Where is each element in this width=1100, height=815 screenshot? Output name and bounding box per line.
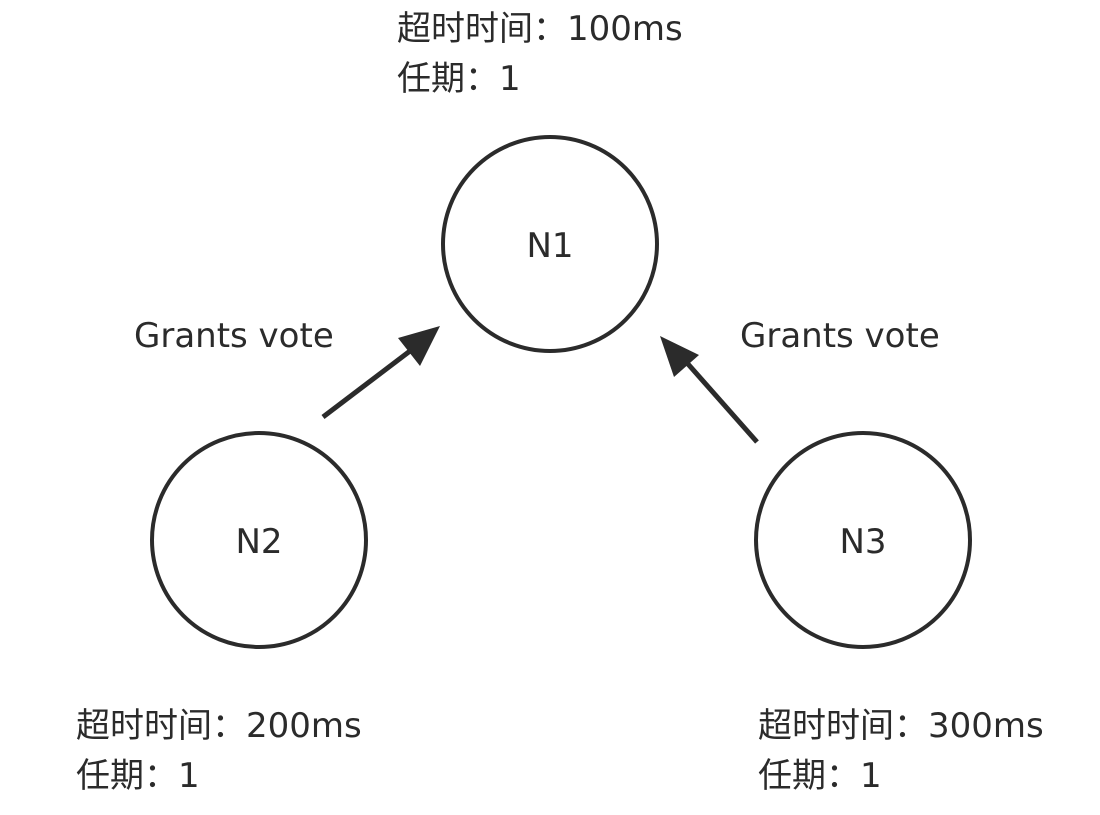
node-n1-circle [441,135,659,353]
node-n1-timeout: 超时时间：100ms [397,9,683,49]
arrowhead-icon [398,326,440,366]
node-n3-timeout: 超时时间：300ms [758,706,1044,746]
node-n3-circle [754,431,972,649]
edge-n2-n1 [321,326,440,419]
node-n3-label: N3 [839,522,886,562]
node-n2-circle [150,431,368,649]
node-n1-label: N1 [526,226,573,266]
node-n3-term: 任期：1 [758,756,882,796]
node-n2-timeout: 超时时间：200ms [76,706,362,746]
edge-n3-n1 [660,336,759,444]
edge-label-n2-n1: Grants vote [134,316,334,356]
node-n1-term: 任期：1 [397,59,521,99]
arrowhead-icon [660,336,699,377]
edge-label-n3-n1: Grants vote [740,316,940,356]
node-n2-label: N2 [235,522,282,562]
node-n2-term: 任期：1 [76,756,200,796]
